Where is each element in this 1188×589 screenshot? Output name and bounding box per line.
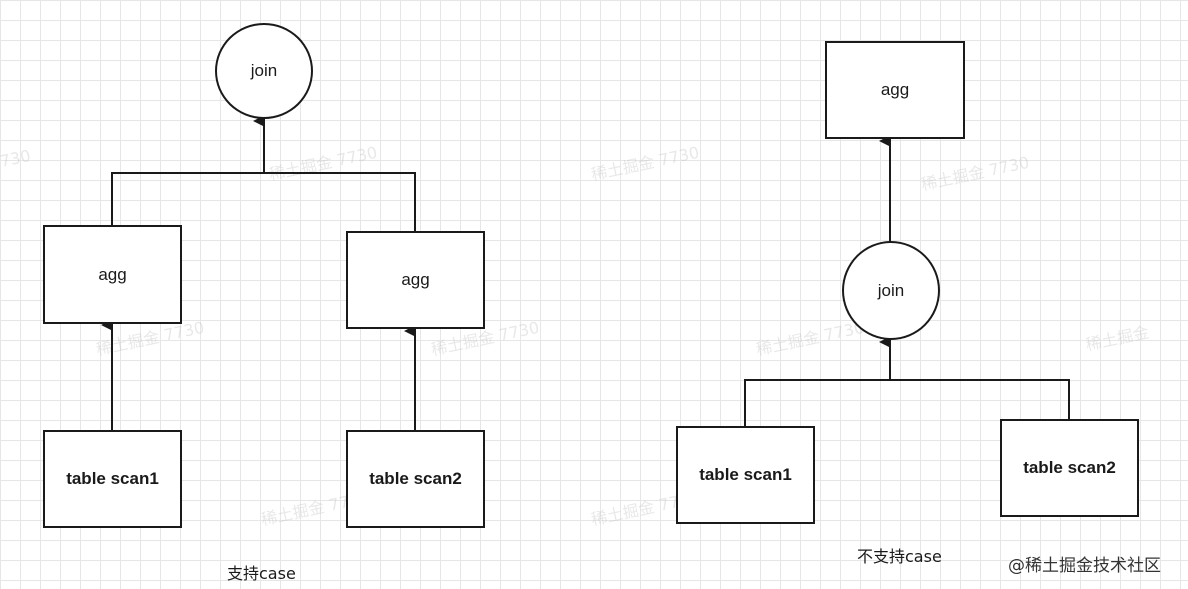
table-scan-node: table scan1 [676, 426, 815, 524]
agg-node: agg [825, 41, 965, 139]
right-caption: 不支持case [857, 547, 942, 566]
join-node: join [215, 23, 313, 119]
agg-node: agg [43, 225, 182, 324]
table-scan-node: table scan2 [1000, 419, 1139, 517]
left-caption: 支持case [227, 564, 296, 583]
connector-scans-to-join [744, 379, 1070, 427]
join-node: join [842, 241, 940, 340]
table-scan-node: table scan2 [346, 430, 485, 528]
source-credit: @稀土掘金技术社区 [1008, 556, 1161, 576]
agg-node: agg [346, 231, 485, 329]
table-scan-node: table scan1 [43, 430, 182, 528]
connector-agg-to-join [111, 172, 416, 232]
